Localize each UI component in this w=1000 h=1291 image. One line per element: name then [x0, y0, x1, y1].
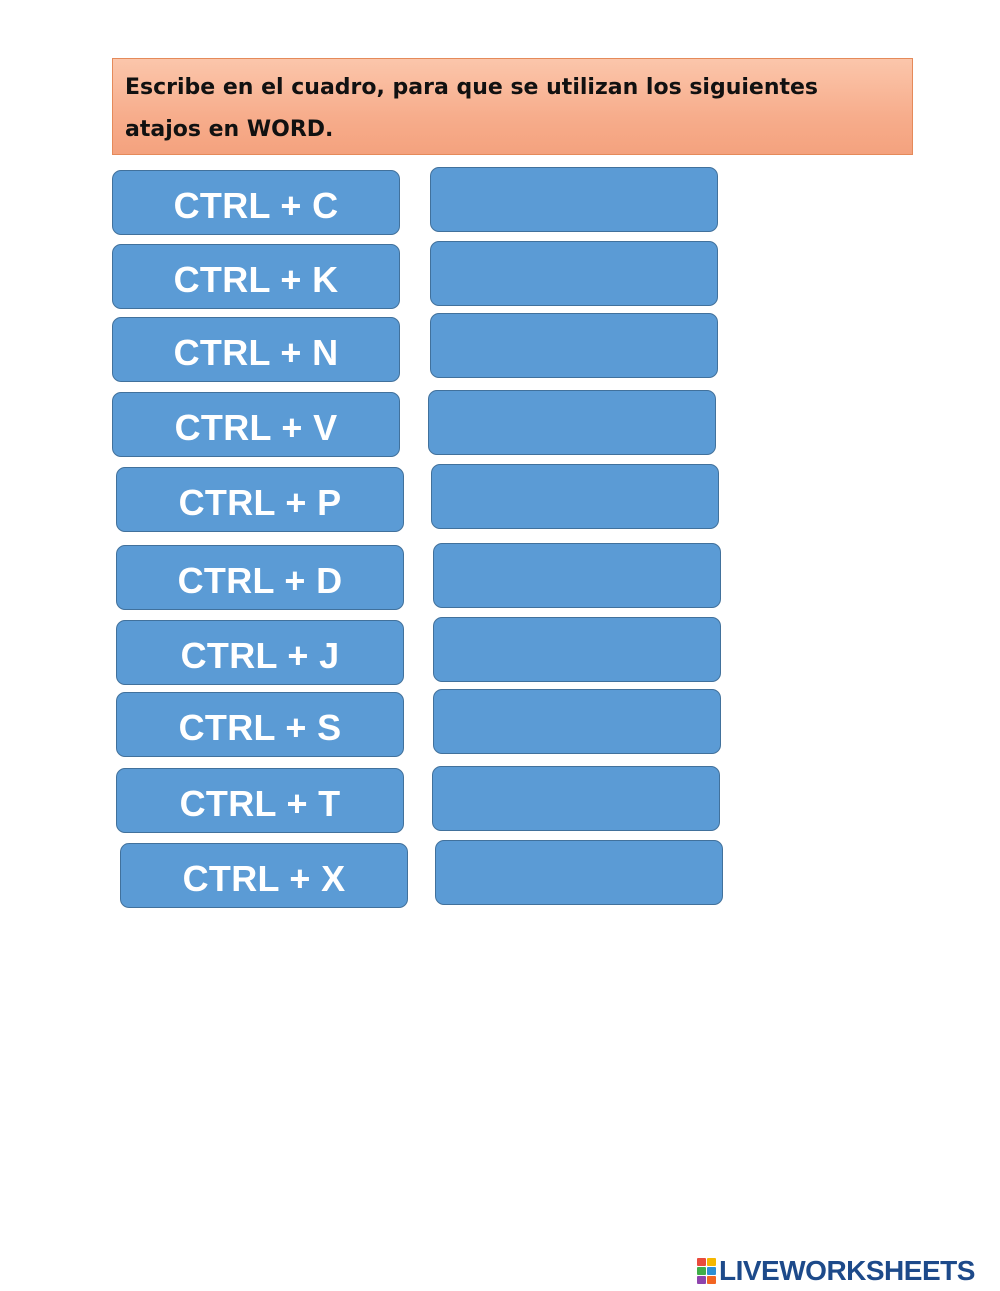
- logo-blocks-icon: [697, 1258, 716, 1284]
- shortcut-label-ctrl-j: CTRL + J: [116, 620, 404, 685]
- shortcut-label-ctrl-n: CTRL + N: [112, 317, 400, 382]
- logo-block: [697, 1258, 706, 1266]
- answer-box-ctrl-d[interactable]: [433, 543, 721, 608]
- shortcut-label-ctrl-v: CTRL + V: [112, 392, 400, 457]
- logo-block: [697, 1276, 706, 1284]
- shortcut-label-ctrl-p: CTRL + P: [116, 467, 404, 532]
- answer-box-ctrl-j[interactable]: [433, 617, 721, 682]
- logo-block: [697, 1267, 706, 1275]
- shortcut-label-ctrl-x: CTRL + X: [120, 843, 408, 908]
- answer-box-ctrl-t[interactable]: [432, 766, 720, 831]
- answer-box-ctrl-s[interactable]: [433, 689, 721, 754]
- shortcut-label-ctrl-t: CTRL + T: [116, 768, 404, 833]
- logo-block: [707, 1258, 716, 1266]
- answer-box-ctrl-p[interactable]: [431, 464, 719, 529]
- logo-block: [707, 1276, 716, 1284]
- shortcut-label-ctrl-d: CTRL + D: [116, 545, 404, 610]
- shortcut-label-ctrl-s: CTRL + S: [116, 692, 404, 757]
- liveworksheets-logo: LIVEWORKSHEETS: [697, 1255, 975, 1286]
- shortcut-label-ctrl-c: CTRL + C: [112, 170, 400, 235]
- answer-box-ctrl-v[interactable]: [428, 390, 716, 455]
- answer-box-ctrl-x[interactable]: [435, 840, 723, 905]
- instruction-text: Escribe en el cuadro, para que se utiliz…: [125, 75, 819, 142]
- answer-box-ctrl-n[interactable]: [430, 313, 718, 378]
- shortcut-label-ctrl-k: CTRL + K: [112, 244, 400, 309]
- logo-text: LIVEWORKSHEETS: [719, 1255, 975, 1286]
- instruction-banner: Escribe en el cuadro, para que se utiliz…: [112, 58, 913, 155]
- answer-box-ctrl-c[interactable]: [430, 167, 718, 232]
- answer-box-ctrl-k[interactable]: [430, 241, 718, 306]
- logo-block: [707, 1267, 716, 1275]
